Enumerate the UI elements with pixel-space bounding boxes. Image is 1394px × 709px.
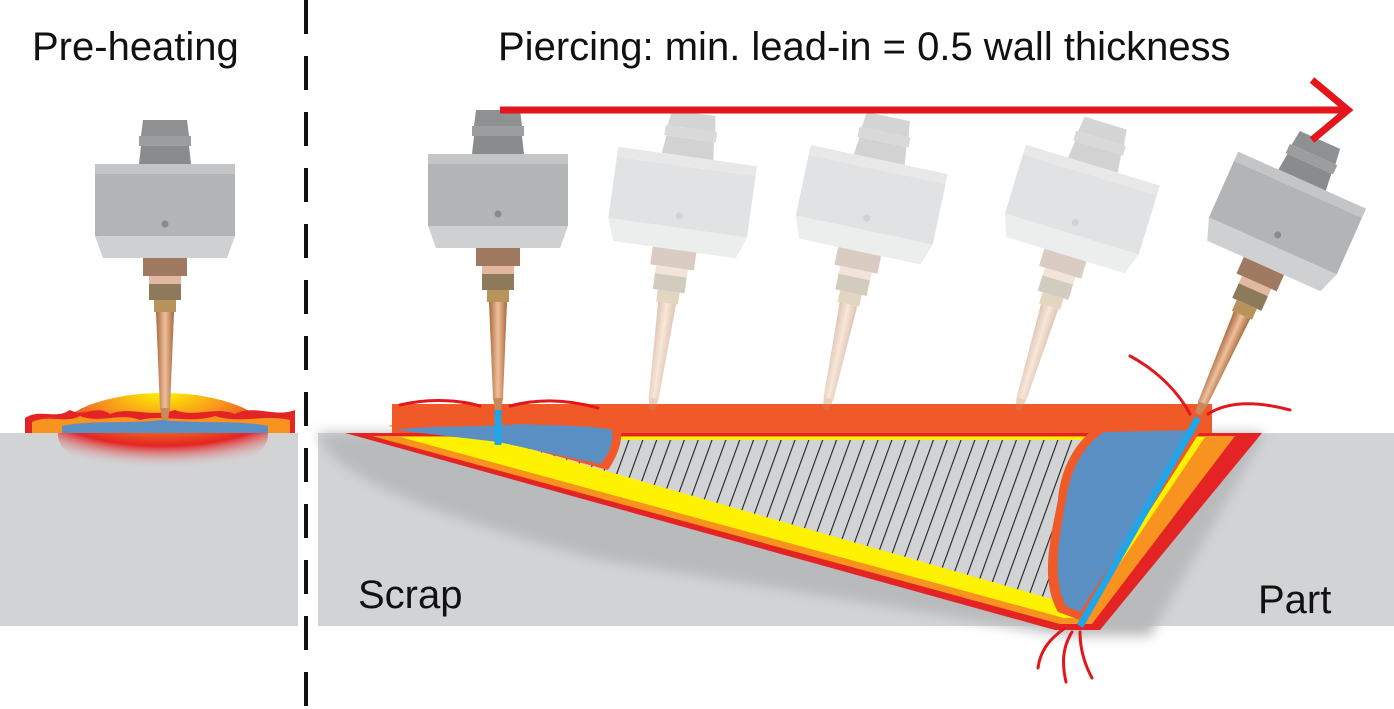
scrap-label: Scrap: [358, 573, 463, 617]
laser-cutting-head-icon: [1134, 111, 1384, 443]
piercing-label: Piercing: min. lead-in = 0.5 wall thickn…: [498, 25, 1231, 69]
preheating-label: Pre-heating: [32, 25, 239, 69]
preheating-section: Pre-heating: [0, 25, 298, 626]
preheat-molten-pool: [62, 420, 268, 433]
laser-cutting-head-icon: [951, 102, 1173, 431]
laser-cutting-head-icon: [428, 110, 568, 410]
laser-cutting-head-icon: [582, 103, 764, 420]
arrow-right-icon: [500, 77, 1354, 143]
part-label: Part: [1258, 578, 1331, 622]
piercing-section: Piercing: min. lead-in = 0.5 wall thickn…: [318, 25, 1394, 684]
cut-hatched-region: [498, 440, 1110, 602]
laser-beam-inclined: [1076, 416, 1202, 628]
sparks-icon: [398, 354, 1292, 684]
laser-cutting-head-icon: [757, 102, 957, 425]
laser-cutting-head-icon: [95, 120, 235, 420]
